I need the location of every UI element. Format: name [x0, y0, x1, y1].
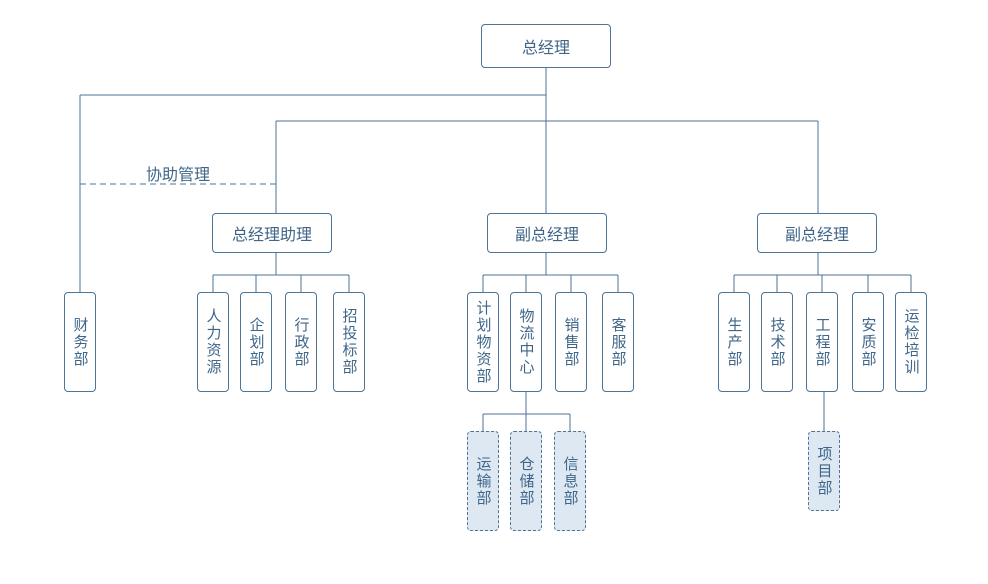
node-project-dept[interactable]: 项目部 [808, 431, 840, 511]
node-information-dept[interactable]: 信息部 [554, 431, 586, 531]
node-logistics-center[interactable]: 物流中心 [510, 292, 542, 392]
node-materials-dept[interactable]: 计划物资部 [467, 292, 499, 392]
node-customer-service-dept[interactable]: 客服部 [602, 292, 634, 392]
node-vice-gm-1[interactable]: 副总经理 [487, 213, 607, 253]
node-operations-training-dept[interactable]: 运检培训 [895, 292, 927, 392]
assist-management-label: 协助管理 [146, 165, 211, 184]
node-safety-quality-dept[interactable]: 安质部 [852, 292, 884, 392]
node-gm-assistant[interactable]: 总经理助理 [212, 213, 332, 253]
node-warehouse-dept[interactable]: 仓储部 [510, 431, 542, 531]
node-sales-dept[interactable]: 销售部 [555, 292, 587, 392]
node-transport-dept[interactable]: 运输部 [467, 431, 499, 531]
node-admin-dept[interactable]: 行政部 [285, 292, 317, 392]
node-general-manager[interactable]: 总经理 [481, 24, 611, 68]
node-bidding-dept[interactable]: 招投标部 [333, 292, 365, 392]
node-engineering-dept[interactable]: 工程部 [806, 292, 838, 392]
node-production-dept[interactable]: 生产部 [718, 292, 750, 392]
node-finance-dept[interactable]: 财务部 [64, 292, 96, 392]
node-planning-dept[interactable]: 企划部 [240, 292, 272, 392]
node-hr-dept[interactable]: 人力资源 [197, 292, 229, 392]
node-technology-dept[interactable]: 技术部 [761, 292, 793, 392]
node-vice-gm-2[interactable]: 副总经理 [757, 213, 877, 253]
